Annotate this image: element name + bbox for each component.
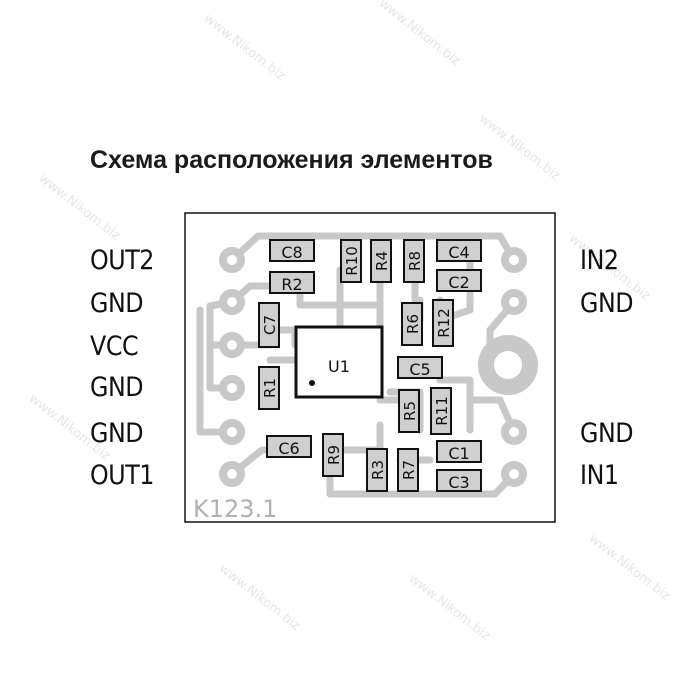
pin-label-gnd-r1: GND xyxy=(580,288,634,319)
svg-text:C4: C4 xyxy=(448,243,469,262)
component-c7: C7 xyxy=(258,302,280,348)
component-c6: C6 xyxy=(266,435,312,458)
page-title: Схема расположения элементов xyxy=(90,146,493,174)
pin-label-out1: OUT1 xyxy=(90,460,154,491)
pad-out2 xyxy=(219,247,245,273)
svg-text:C6: C6 xyxy=(278,439,299,458)
pad-gnd-2 xyxy=(219,375,245,401)
pin-label-gnd-2: GND xyxy=(90,372,144,403)
svg-text:R5: R5 xyxy=(401,401,419,421)
pin-label-gnd-1: GND xyxy=(90,288,144,319)
pin-label-gnd-r2: GND xyxy=(580,418,634,449)
component-r9: R9 xyxy=(322,433,344,477)
component-c8: C8 xyxy=(269,239,315,262)
pad-out1 xyxy=(219,461,245,487)
component-r7: R7 xyxy=(397,448,419,492)
svg-text:R3: R3 xyxy=(369,460,387,480)
pad-gnd-1 xyxy=(219,289,245,315)
component-r10: R10 xyxy=(340,239,362,283)
pin-label-in1: IN1 xyxy=(580,460,619,491)
svg-text:R11: R11 xyxy=(433,396,451,426)
component-r4: R4 xyxy=(370,239,392,283)
component-c1: C1 xyxy=(436,440,482,463)
pads xyxy=(219,247,527,487)
component-r8: R8 xyxy=(403,239,425,283)
component-c3: C3 xyxy=(436,469,482,492)
components: C8 R2 C4 C2 C5 C6 C1 C3 xyxy=(258,239,482,492)
pad-in2 xyxy=(501,247,527,273)
component-c4: C4 xyxy=(436,239,482,262)
pad-in1 xyxy=(501,461,527,487)
component-r12: R12 xyxy=(432,299,454,347)
svg-text:C1: C1 xyxy=(448,444,469,463)
svg-text:R8: R8 xyxy=(406,251,424,271)
component-r3: R3 xyxy=(366,448,388,492)
svg-text:C2: C2 xyxy=(448,273,469,292)
svg-text:C3: C3 xyxy=(448,473,469,492)
svg-text:R6: R6 xyxy=(404,314,422,334)
svg-text:R1: R1 xyxy=(261,378,279,398)
svg-text:R10: R10 xyxy=(343,246,361,276)
pin-label-in2: IN2 xyxy=(580,245,619,276)
pad-gnd-r1 xyxy=(501,289,527,315)
svg-text:C7: C7 xyxy=(261,315,279,335)
component-c5: C5 xyxy=(397,356,443,379)
svg-text:C5: C5 xyxy=(409,360,430,379)
ic-pin1-dot xyxy=(309,380,315,386)
mounting-hole xyxy=(478,335,538,395)
pad-gnd-r2 xyxy=(501,419,527,445)
component-r1: R1 xyxy=(258,366,280,410)
component-c2: C2 xyxy=(436,269,482,292)
board-label: K123.1 xyxy=(193,495,277,523)
component-r6: R6 xyxy=(401,302,423,346)
pad-vcc xyxy=(219,332,245,358)
pin-label-gnd-3: GND xyxy=(90,418,144,449)
component-r2: R2 xyxy=(269,271,315,294)
ic-u1-label: U1 xyxy=(328,357,350,376)
pin-label-vcc: VCC xyxy=(90,331,139,362)
component-r11: R11 xyxy=(430,387,452,435)
pad-gnd-3 xyxy=(219,419,245,445)
pin-label-out2: OUT2 xyxy=(90,245,154,276)
svg-text:R12: R12 xyxy=(435,308,453,338)
svg-text:R7: R7 xyxy=(400,460,418,480)
svg-text:R9: R9 xyxy=(325,445,343,465)
svg-text:R2: R2 xyxy=(281,275,302,294)
component-r5: R5 xyxy=(398,389,420,433)
svg-text:R4: R4 xyxy=(373,251,391,271)
svg-text:C8: C8 xyxy=(281,243,302,262)
